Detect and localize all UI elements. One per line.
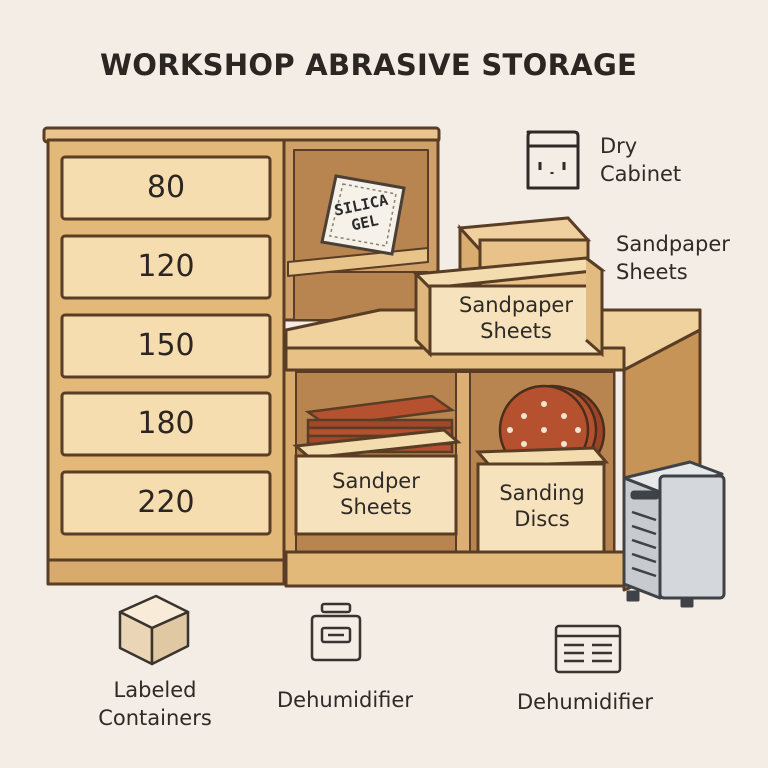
drawer-150[interactable] — [60, 313, 272, 379]
vent-icon — [554, 624, 622, 674]
dry-cabinet-icon — [526, 130, 580, 190]
drawer-80[interactable] — [60, 155, 272, 221]
drawer-stack — [60, 155, 272, 536]
dry-cabinet-label: Dry Cabinet — [600, 134, 682, 186]
drawer-label-180: 180 — [137, 406, 195, 441]
drawer-180[interactable] — [60, 391, 272, 457]
box-icon — [118, 594, 190, 666]
sandpaper-sheets-label: Sandpaper Sheets — [616, 232, 730, 284]
sanding-discs-box — [474, 446, 610, 554]
top-sandpaper-box — [412, 216, 606, 358]
jar-icon — [310, 602, 362, 662]
sandper-sheets-box — [292, 428, 462, 536]
page-title: WORKSHOP ABRASIVE STORAGE — [100, 48, 638, 82]
top-box-label: Sandpaper Sheets — [459, 293, 573, 343]
drawer-label-120: 120 — [137, 249, 195, 284]
legend-labeled-containers: Labeled Containers — [98, 678, 212, 730]
silica-gel-packet — [320, 174, 406, 256]
right-box-label: Sanding Discs — [499, 481, 585, 531]
legend-dehumidifier-vent: Dehumidifier — [517, 690, 653, 714]
left-box-label: Sandper Sheets — [332, 469, 420, 519]
drawer-label-80: 80 — [146, 170, 186, 205]
drawer-label-220: 220 — [137, 485, 195, 520]
dehumidifier-unit — [622, 460, 726, 608]
drawer-120[interactable] — [60, 234, 272, 300]
legend-dehumidifier-jar: Dehumidifier — [277, 688, 413, 712]
drawer-label-150: 150 — [137, 328, 195, 363]
drawer-220[interactable] — [60, 470, 272, 536]
